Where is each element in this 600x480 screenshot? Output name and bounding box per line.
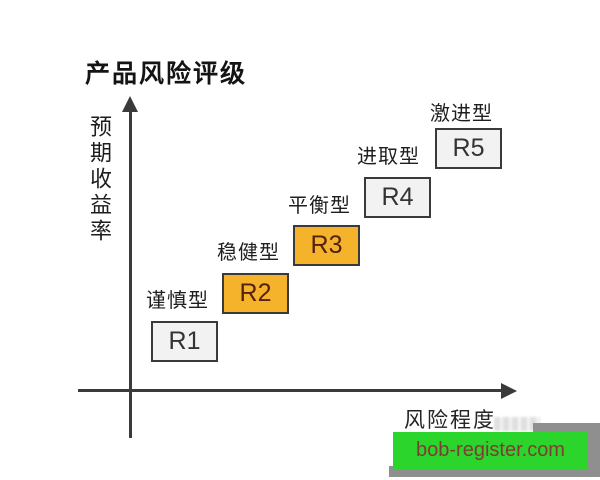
arrow-up-icon xyxy=(122,96,138,112)
faint-watermark xyxy=(494,417,540,431)
x-axis-line xyxy=(78,389,504,392)
risk-box-r4: R4 xyxy=(364,177,431,218)
banner-gray-bottom xyxy=(389,466,600,477)
watermark-text: bob-register.com xyxy=(416,439,565,461)
x-axis-label: 风险程度 xyxy=(404,409,496,432)
risk-box-r3-code: R3 xyxy=(310,231,343,259)
watermark-badge: bob-register.com xyxy=(393,432,588,469)
y-axis-label: 预期收益率 xyxy=(87,115,112,245)
risk-box-r2-code: R2 xyxy=(239,279,272,307)
risk-box-r3: R3 xyxy=(293,225,360,266)
risk-box-r4-code: R4 xyxy=(381,183,414,211)
arrow-right-icon xyxy=(501,383,517,399)
risk-box-r1: R1 xyxy=(151,321,218,362)
risk-box-r5: R5 xyxy=(435,128,502,169)
risk-box-r5-code: R5 xyxy=(452,134,485,162)
type-label-r3: 平衡型 xyxy=(288,195,351,217)
type-label-r5: 激进型 xyxy=(430,103,493,125)
risk-box-r2: R2 xyxy=(222,273,289,314)
y-axis-line xyxy=(129,110,132,438)
type-label-r2: 稳健型 xyxy=(217,242,280,264)
type-label-r4: 进取型 xyxy=(357,146,420,168)
page-title: 产品风险评级 xyxy=(85,60,248,88)
risk-box-r1-code: R1 xyxy=(168,327,201,355)
type-label-r1: 谨慎型 xyxy=(146,290,209,312)
